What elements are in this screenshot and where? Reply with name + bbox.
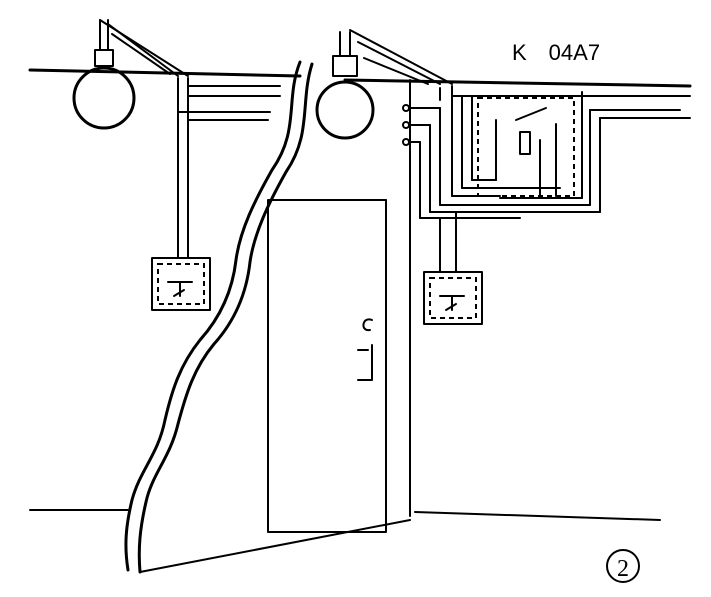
door-handle	[357, 318, 373, 381]
figure-number: 2	[606, 549, 640, 583]
wall-switch-right-icon	[423, 271, 483, 325]
floor-line-right	[139, 511, 661, 573]
light-bulb-right-icon	[315, 31, 375, 140]
figure-number-text: 2	[617, 556, 629, 582]
code-label: K 04A7	[512, 40, 600, 65]
wall-break-edge	[124, 60, 314, 574]
wires-left	[99, 19, 281, 259]
ceiling-line-left	[28, 68, 302, 78]
wall-switch-left-icon	[151, 257, 211, 311]
wires-right	[349, 29, 691, 273]
ceiling-line-right	[343, 78, 692, 88]
door	[267, 199, 387, 533]
junction-box	[477, 97, 575, 197]
